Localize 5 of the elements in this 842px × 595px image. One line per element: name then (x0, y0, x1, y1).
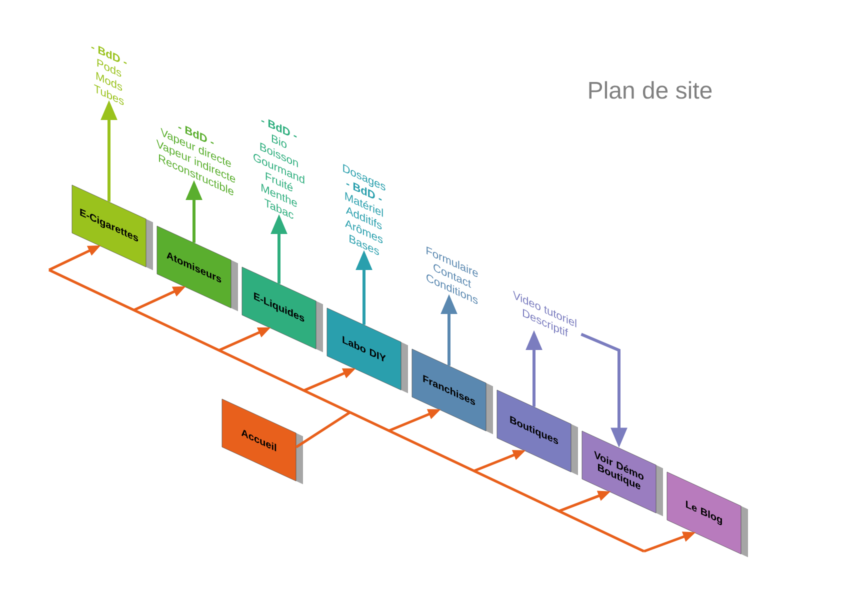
connector-line (48, 268, 351, 414)
page-title: Plan de site (589, 81, 712, 99)
connector-line (349, 411, 645, 552)
connector-line (296, 411, 351, 448)
page-box: Labo DIY (326, 308, 402, 390)
